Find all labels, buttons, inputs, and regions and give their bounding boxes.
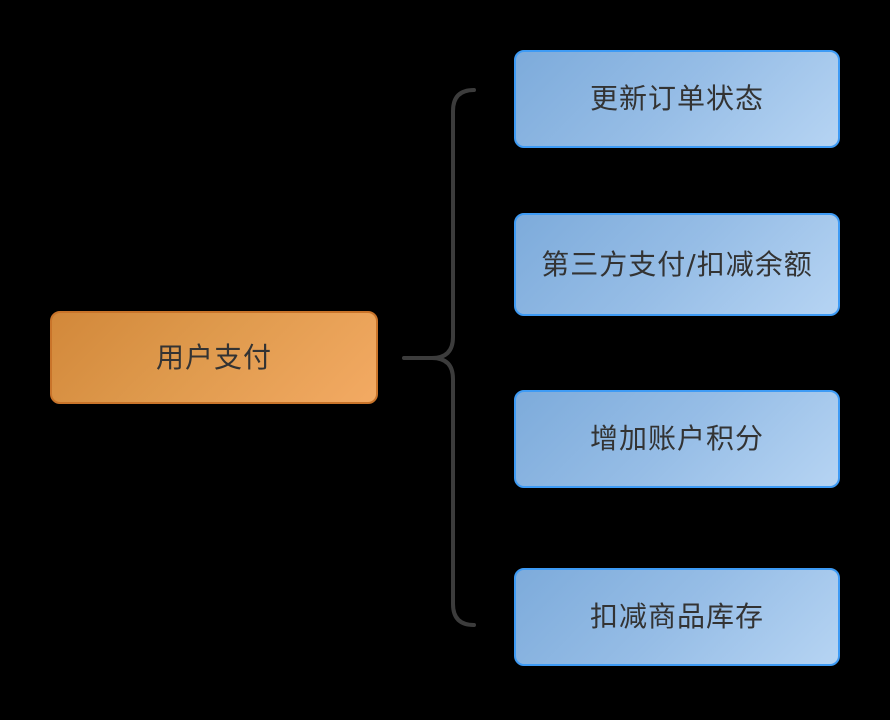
node-add-account-points[interactable]: 增加账户积分 xyxy=(514,390,840,488)
node-third-party-payment-label: 第三方支付/扣减余额 xyxy=(541,247,813,281)
node-add-account-points-label: 增加账户积分 xyxy=(589,422,764,456)
node-update-order-status-label: 更新订单状态 xyxy=(589,82,764,116)
node-third-party-payment[interactable]: 第三方支付/扣减余额 xyxy=(514,213,840,316)
node-update-order-status[interactable]: 更新订单状态 xyxy=(514,50,840,148)
node-user-payment[interactable]: 用户支付 xyxy=(50,311,378,404)
node-deduct-product-stock[interactable]: 扣减商品库存 xyxy=(514,568,840,666)
brace-path xyxy=(422,88,476,627)
node-user-payment-label: 用户支付 xyxy=(155,340,272,374)
node-deduct-product-stock-label: 扣减商品库存 xyxy=(589,600,764,634)
